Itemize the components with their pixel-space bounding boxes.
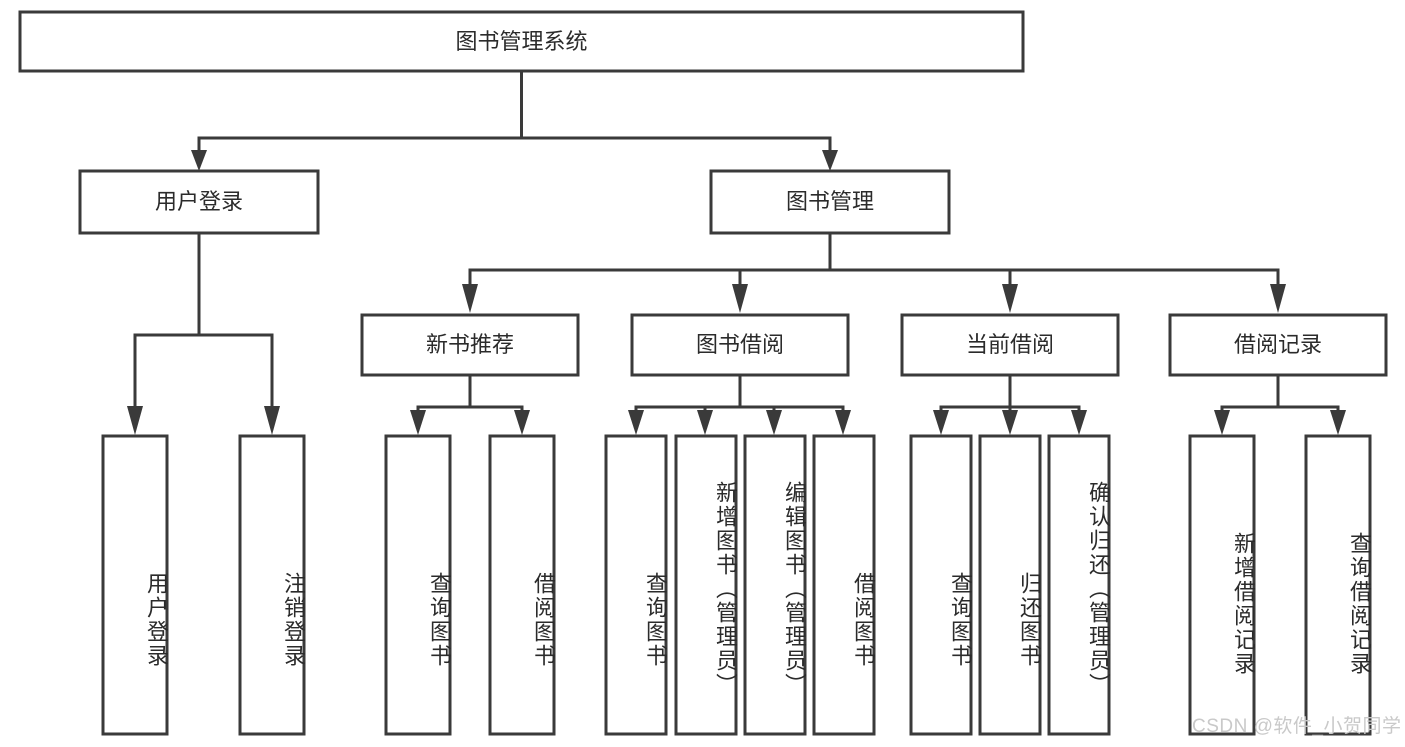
node-book-borrow[interactable]: 图书借阅 xyxy=(630,313,850,377)
node-new-book-recommend-label: 新书推荐 xyxy=(426,332,514,357)
leaf-add-record-box[interactable] xyxy=(1188,434,1256,736)
arrow-user-login xyxy=(191,150,207,171)
arrow-book-borrow xyxy=(732,284,748,313)
connector-group-book-borrow xyxy=(628,374,851,435)
node-root[interactable]: 图书管理系统 xyxy=(18,10,1025,73)
node-current-borrow-label: 当前借阅 xyxy=(966,332,1054,357)
connector-group-book-manage xyxy=(462,231,1286,313)
node-book-manage-box[interactable] xyxy=(709,169,951,235)
arrow-leaf-borrow-book-2 xyxy=(835,410,851,435)
node-root-label: 图书管理系统 xyxy=(455,29,587,54)
arrow-leaf-return-book xyxy=(1002,410,1018,435)
leaf-borrow-book-1-box[interactable] xyxy=(488,434,556,736)
leaf-query-book-1-box[interactable] xyxy=(384,434,452,736)
arrow-current-borrow xyxy=(1002,284,1018,313)
arrow-leaf-query-book-3 xyxy=(933,410,949,435)
node-new-book-recommend-box[interactable] xyxy=(360,313,580,377)
leaf-confirm-return-box[interactable] xyxy=(1047,434,1111,736)
node-user-login-label: 用户登录 xyxy=(155,189,243,214)
node-borrow-record[interactable]: 借阅记录 xyxy=(1168,313,1388,377)
leaf-query-book-2-box[interactable] xyxy=(604,434,668,736)
arrow-leaf-logout-login xyxy=(264,406,280,435)
leaf-query-record-box[interactable] xyxy=(1304,434,1372,736)
arrow-leaf-query-book-1 xyxy=(410,410,426,435)
arrow-leaf-query-book-2 xyxy=(628,410,644,435)
node-root-box[interactable] xyxy=(18,10,1025,73)
arrow-new-book-recommend xyxy=(462,284,478,313)
arrow-book-manage xyxy=(822,150,838,171)
connector-group-user-login xyxy=(127,231,280,435)
arrow-leaf-query-record xyxy=(1330,410,1346,435)
node-book-manage[interactable]: 图书管理 xyxy=(709,169,951,235)
node-current-borrow-box[interactable] xyxy=(900,313,1120,377)
node-book-manage-label: 图书管理 xyxy=(786,189,874,214)
node-borrow-record-box[interactable] xyxy=(1168,313,1388,377)
arrow-leaf-edit-book xyxy=(766,410,782,435)
connector-group-current-borrow xyxy=(933,374,1087,435)
node-book-borrow-label: 图书借阅 xyxy=(696,332,784,357)
leaf-query-book-3-box[interactable] xyxy=(909,434,973,736)
arrow-borrow-record xyxy=(1270,284,1286,313)
arrow-leaf-user-login xyxy=(127,406,143,435)
node-new-book-recommend[interactable]: 新书推荐 xyxy=(360,313,580,377)
leaf-user-login-box[interactable] xyxy=(101,434,169,736)
arrow-leaf-borrow-book-1 xyxy=(514,410,530,435)
leaf-logout-login-box[interactable] xyxy=(238,434,306,736)
leaf-borrow-book-2-box[interactable] xyxy=(812,434,876,736)
leaf-return-book-box[interactable] xyxy=(978,434,1042,736)
leaf-add-book-box[interactable] xyxy=(674,434,738,736)
arrow-leaf-add-record xyxy=(1214,410,1230,435)
leaf-edit-book-box[interactable] xyxy=(743,434,807,736)
watermark-text: CSDN @软件_小贺同学 xyxy=(1192,716,1402,737)
arrow-leaf-add-book xyxy=(697,410,713,435)
node-user-login[interactable]: 用户登录 xyxy=(78,169,320,235)
arrow-leaf-confirm-return xyxy=(1071,410,1087,435)
node-book-borrow-box[interactable] xyxy=(630,313,850,377)
leaf-boxes xyxy=(101,434,1372,736)
connector-group-root xyxy=(191,69,838,171)
node-current-borrow[interactable]: 当前借阅 xyxy=(900,313,1120,377)
connector-group-borrow-record xyxy=(1214,374,1346,435)
node-user-login-box[interactable] xyxy=(78,169,320,235)
node-borrow-record-label: 借阅记录 xyxy=(1234,332,1322,357)
connector-group-new-book-recommend xyxy=(410,374,530,435)
